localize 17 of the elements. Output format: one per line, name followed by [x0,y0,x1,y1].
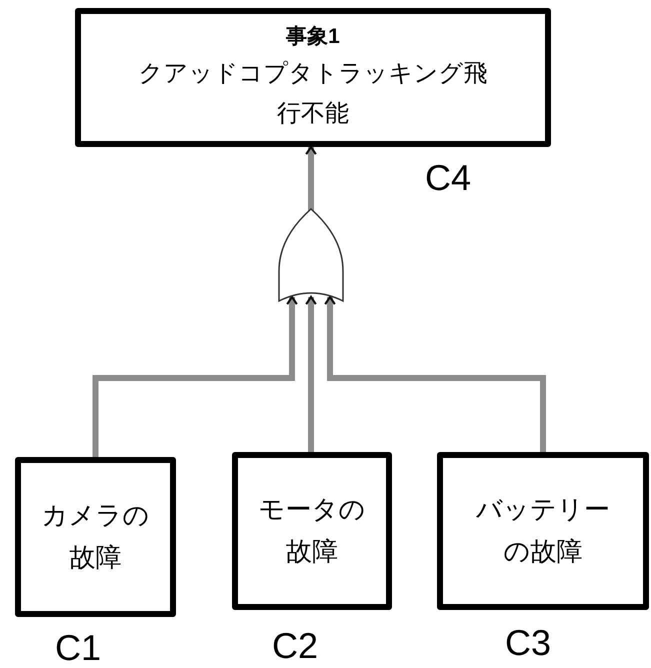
event-description: バッテリーの故障 [475,493,611,568]
connector-line [305,146,317,211]
event-box [437,452,649,610]
event-code: C3 [505,625,552,661]
event-code: C4 [425,160,472,196]
event-code: C2 [272,628,318,664]
connector-line [324,296,546,452]
event-box [75,8,551,147]
connector-line [305,296,317,452]
event-title: 事象1 [286,24,340,50]
connector-line [92,296,298,457]
event-description: モータの故障 [258,493,366,568]
event-box [15,457,176,617]
event-description: カメラの故障 [40,499,150,574]
event-box [232,452,392,610]
event-code: C1 [55,630,102,666]
event-description: クアッドコプタトラッキング飛行不能 [138,58,488,130]
